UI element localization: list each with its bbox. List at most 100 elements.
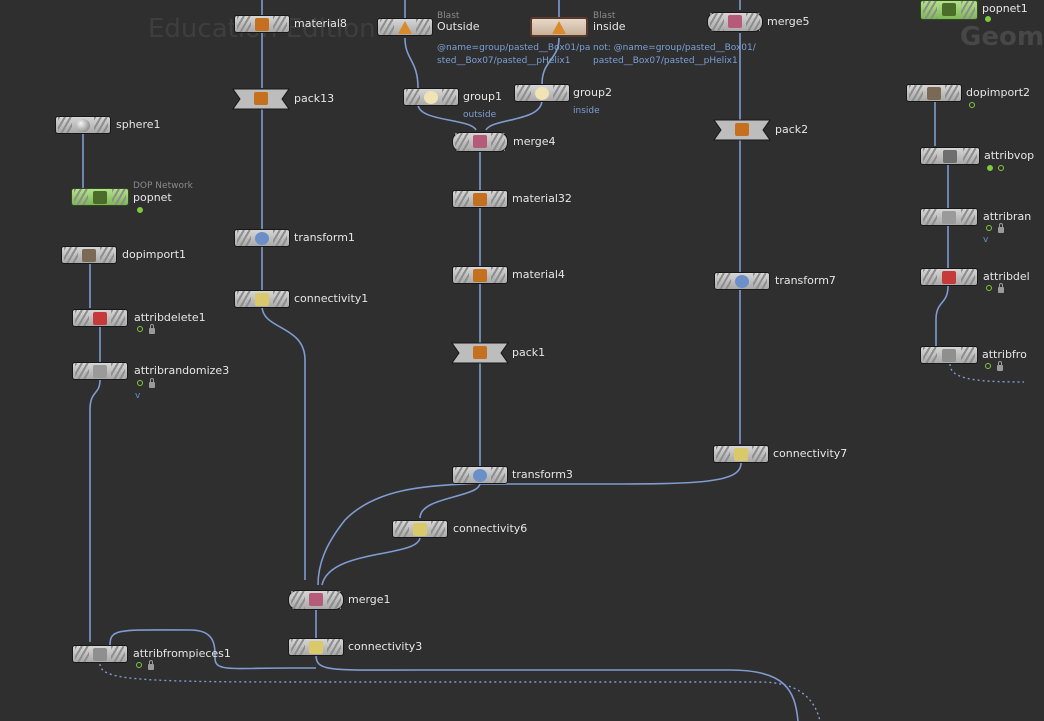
group-icon [424,91,438,104]
display-flag-icon[interactable] [137,380,143,386]
dop-network-icon [93,191,107,204]
node-body[interactable] [452,190,508,208]
node-label: connectivity3 [348,640,423,653]
dop-import-icon [927,87,941,100]
node-body[interactable] [377,18,433,36]
display-flag-icon[interactable] [136,662,142,668]
node-body[interactable] [906,84,962,102]
node-body[interactable] [71,188,129,206]
node-label: material32 [512,192,572,205]
node-label: attribvop [984,149,1035,162]
node-label: pack13 [294,92,335,105]
pack-node-shape[interactable] [232,88,290,110]
node-label: attribfrompieces1 [133,647,231,660]
node-body[interactable] [452,466,508,484]
node-label: merge5 [767,15,810,28]
lock-icon [149,324,155,334]
attrib-delete-icon [93,312,107,325]
attrib-randomize-icon [942,211,956,224]
node-label: inside [593,20,626,33]
vop-indicator: v [135,391,141,401]
vop-indicator: v [983,235,989,245]
node-type-label: Blast [437,11,460,21]
blast-icon [552,21,566,34]
node-body[interactable] [72,309,128,327]
attrib-delete-icon [942,271,956,284]
node-body[interactable] [55,116,111,134]
node-body[interactable] [707,12,763,32]
display-flag-icon[interactable] [986,285,992,291]
node-label: attribrandomize3 [134,364,230,377]
node-body[interactable] [920,268,978,286]
material-icon [255,18,269,31]
display-flag-icon[interactable] [137,207,143,213]
node-body[interactable] [288,590,344,610]
display-flag-icon[interactable] [985,363,991,369]
node-label: connectivity6 [453,522,528,535]
node-label: dopimport2 [966,86,1031,99]
node-body[interactable] [530,17,588,37]
node-body[interactable] [713,445,769,463]
attrib-vop-icon [943,150,957,163]
connectivity-icon [255,293,269,306]
pack-node-shape[interactable] [451,342,509,364]
node-body[interactable] [452,132,508,152]
lock-icon [998,223,1004,233]
dop-network-icon [942,3,956,16]
node-label: group1 [463,90,502,103]
node-body[interactable] [72,362,128,380]
node-label: attribran [983,210,1032,223]
blast-icon [398,21,412,34]
display-flag-icon[interactable] [986,225,992,231]
node-body[interactable] [403,88,459,106]
merge-icon [728,15,742,28]
display-flag-icon[interactable] [969,102,975,108]
node-label: material4 [512,268,565,281]
blast-pattern: @name=group/pasted__Box01/pasted__Box07/… [437,43,591,66]
node-body[interactable] [234,290,290,308]
node-body[interactable] [288,638,344,656]
dop-import-icon [82,249,96,262]
template-flag-icon[interactable] [998,165,1004,171]
lock-icon [149,378,155,388]
node-body[interactable] [920,147,980,165]
node-body[interactable] [920,0,978,20]
node-body[interactable] [392,520,448,538]
node-body[interactable] [234,229,290,247]
watermark-geometry: Geom [960,22,1044,52]
node-label: attribdel [983,270,1030,283]
node-body[interactable] [452,266,508,284]
node-body[interactable] [514,84,570,102]
node-label: material8 [294,17,347,30]
display-flag-icon[interactable] [137,326,143,332]
lock-icon [148,660,154,670]
connectivity-icon [413,523,427,536]
blast-pattern: not: @name=group/pasted__Box01/pasted__B… [593,43,756,66]
node-body[interactable] [920,208,978,226]
pack-icon [254,92,268,105]
display-flag-icon[interactable] [987,165,993,171]
node-label: merge4 [513,135,556,148]
node-body[interactable] [72,645,128,663]
connectivity-icon [309,641,323,654]
pack-icon [473,346,487,359]
node-label: transform7 [775,274,836,287]
node-body[interactable] [714,272,770,290]
node-label: popnet1 [982,2,1028,15]
node-body[interactable] [61,246,117,264]
display-flag-icon[interactable] [985,16,991,22]
material-icon [473,269,487,282]
merge-icon [309,593,323,606]
node-label: popnet [133,191,172,204]
node-body[interactable] [234,15,290,33]
group-tag: inside [573,106,600,116]
node-body[interactable] [920,346,978,364]
node-label: transform3 [512,468,573,481]
pack-node-shape[interactable] [713,119,771,141]
sphere-icon [76,119,90,132]
pack-icon [735,123,749,136]
attrib-from-pieces-icon [942,349,956,362]
node-type-label: DOP Network [133,181,193,191]
node-type-label: Blast [593,11,616,21]
